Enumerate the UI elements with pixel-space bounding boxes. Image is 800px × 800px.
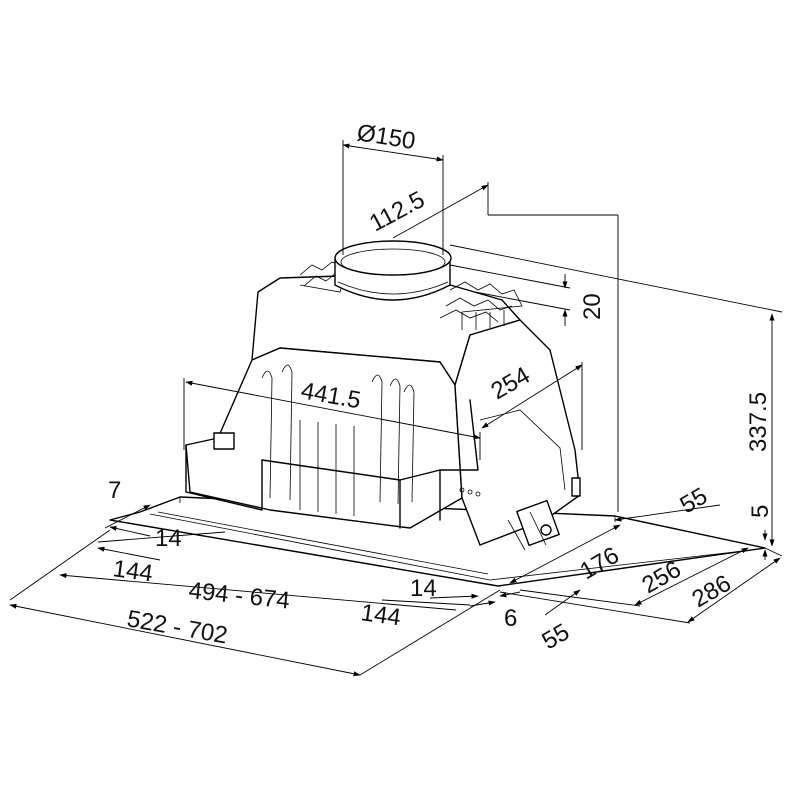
dim-duct-to-body: 20 xyxy=(579,293,606,320)
dim-flange-right-small: 6 xyxy=(504,605,517,632)
dim-front-setback: 7 xyxy=(108,477,121,504)
dim-side-55-bottom: 55 xyxy=(538,618,575,655)
dim-flange-range: 522 - 702 xyxy=(125,605,230,649)
dim-flange-left-depth: 144 xyxy=(111,555,154,587)
dim-flange-right-depth: 144 xyxy=(359,599,402,631)
dim-duct-offset: 112.5 xyxy=(365,186,429,237)
dimension-lines xyxy=(9,140,783,677)
dim-side-55-top: 55 xyxy=(676,482,713,519)
dim-flange-left: 14 xyxy=(155,525,182,552)
dim-total-height: 337.5 xyxy=(745,392,772,452)
dim-depth-286: 286 xyxy=(688,570,736,613)
duct-collar xyxy=(334,240,452,301)
dim-duct-diameter: Ø150 xyxy=(355,119,417,155)
dim-flange-right: 14 xyxy=(410,575,437,602)
dim-flange-thickness: 5 xyxy=(747,505,774,518)
dim-body-range: 494 - 674 xyxy=(187,577,291,614)
